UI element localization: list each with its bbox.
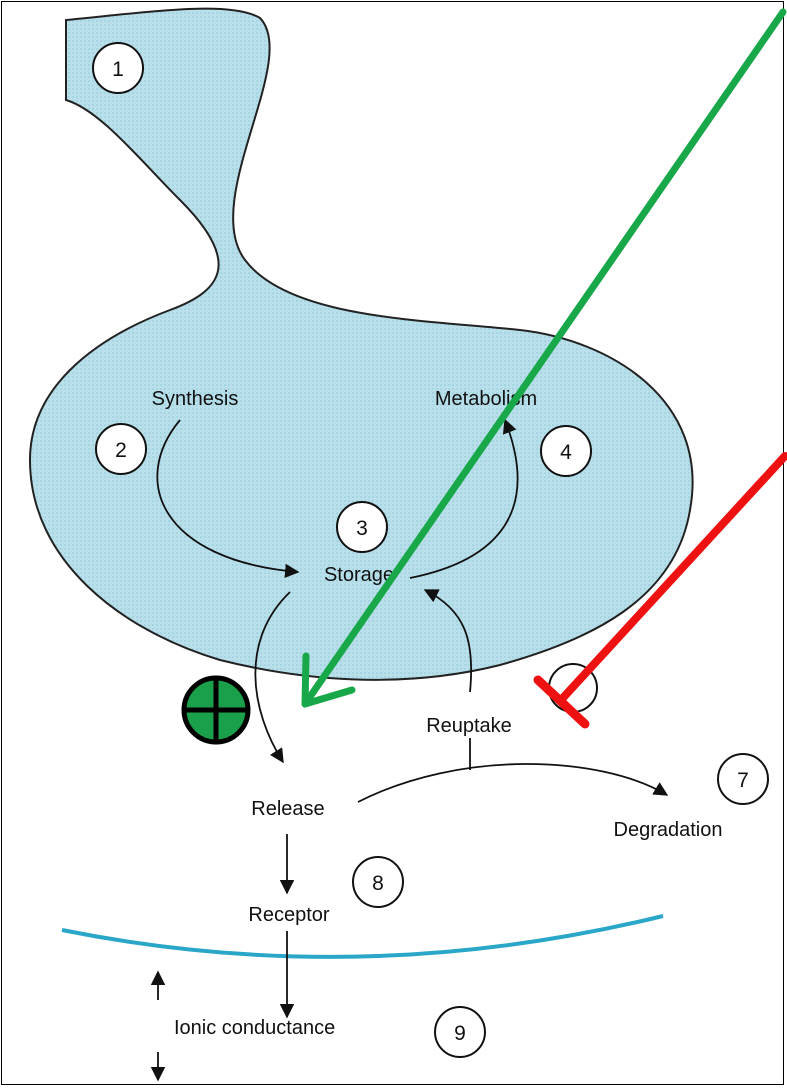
step-3-number: 3 [356, 517, 368, 540]
release-label: Release [251, 798, 324, 820]
step-7-marker: 7 [718, 754, 768, 804]
ionic-conductance-label: Ionic conductance [174, 1017, 335, 1039]
degradation-label: Degradation [614, 819, 723, 841]
step-7-number: 7 [737, 769, 749, 792]
step-4-marker: 4 [541, 426, 591, 476]
step-2-marker: 2 [96, 424, 146, 474]
step-2-number: 2 [115, 439, 127, 462]
step-8-number: 8 [372, 872, 384, 895]
step-3-marker: 3 [337, 502, 387, 552]
storage-label: Storage [324, 564, 394, 586]
release-to-degradation-arrow [358, 764, 667, 802]
step-8-marker: 8 [353, 857, 403, 907]
postsynaptic-membrane [62, 916, 663, 957]
step-9-marker: 9 [435, 1007, 485, 1057]
step-1-number: 1 [112, 58, 124, 81]
step-1-marker: 1 [93, 43, 143, 93]
step-9-number: 9 [454, 1022, 466, 1045]
synthesis-label: Synthesis [152, 388, 239, 410]
reuptake-label: Reuptake [426, 715, 512, 737]
step-4-number: 4 [560, 441, 572, 464]
receptor-label: Receptor [248, 904, 329, 926]
stimulation-plus-icon [184, 678, 248, 742]
